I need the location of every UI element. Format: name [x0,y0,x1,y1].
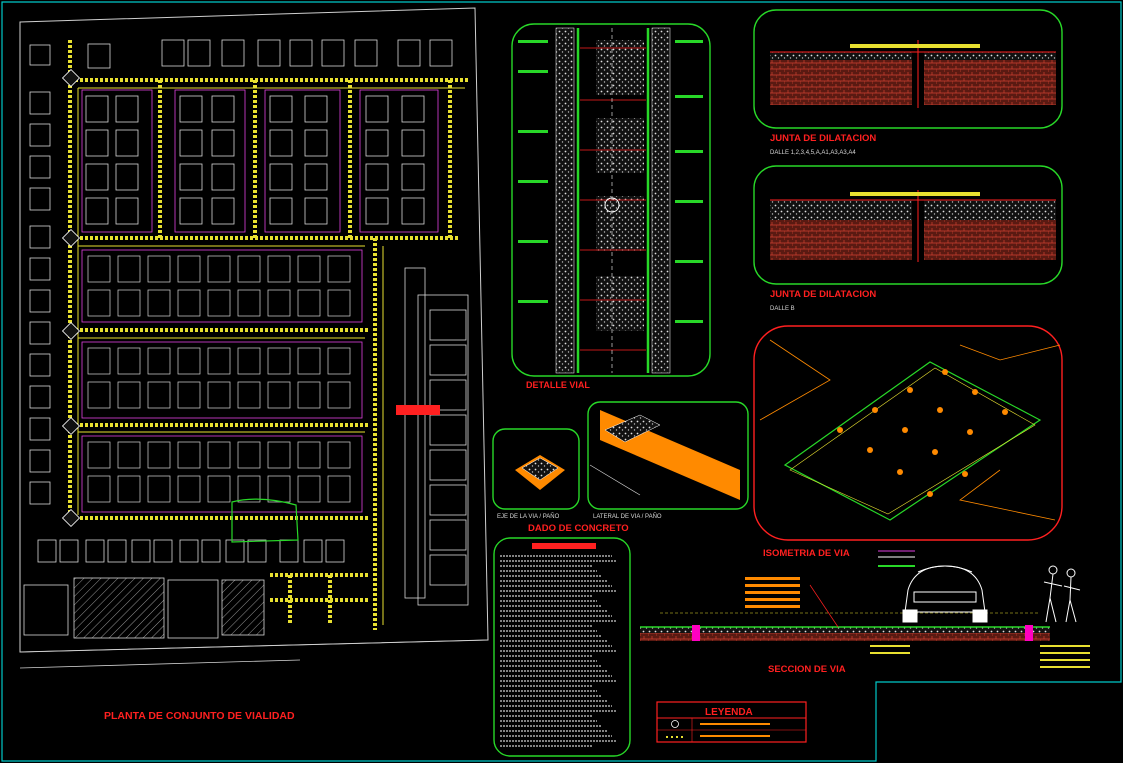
red-marker [396,405,440,415]
lots-middle-blocks [81,249,363,513]
street-bottom [19,639,489,669]
lots-middle-units [87,255,351,503]
pedestrians-icon [1043,565,1081,623]
lots-top-row [29,39,453,69]
axis-label: EJE DE LA VIA / PAÑO [497,513,560,520]
road-network [68,40,470,630]
hatched-buildings [23,577,265,639]
legend-box [656,701,807,743]
intersection-markers [61,68,81,528]
lateral-label: LATERAL DE VIA / PAÑO [593,513,662,520]
right-building-column [404,267,469,606]
road-section [640,565,1090,668]
road-section-title: SECCION DE VIA [768,664,846,675]
specifications-panel [493,537,631,757]
slab-note-1: DALLE 1,2,3,4,5,A,A1,A3,A3,A4 [770,150,856,156]
isometric-title: ISOMETRIA DE VIA [763,548,850,559]
lots-bottom-row [37,539,345,563]
lots-left-column [29,91,51,505]
isometric-panel [753,325,1063,541]
concrete-dowel-axis [492,428,580,510]
expansion-joint-2-title: JUNTA DE DILATACION [770,289,876,300]
site-plan-title: PLANTA DE CONJUNTO DE VIALIDAD [104,710,295,722]
expansion-joint-2-panel [753,165,1063,285]
expansion-joint-1-panel [753,9,1063,129]
car-elevation-icon [902,565,988,623]
concrete-dowel-lateral [587,401,749,510]
road-network-fine [77,87,465,625]
concrete-dowel-title: DADO DE CONCRETO [528,523,629,534]
lots-upper-blocks [81,89,439,233]
legend-title: LEYENDA [705,707,753,718]
road-detail-title: DETALLE VIAL [526,380,590,390]
legend-symbol-icon [671,720,679,728]
legend-hatch-swatch [665,733,685,739]
green-zone [231,498,299,543]
slab-note-2: DALLE B [770,306,795,312]
expansion-joint-1-title: JUNTA DE DILATACION [770,133,876,144]
isometric-key-lines [878,550,915,567]
site-plan [19,7,489,669]
road-detail-panel [511,23,711,377]
